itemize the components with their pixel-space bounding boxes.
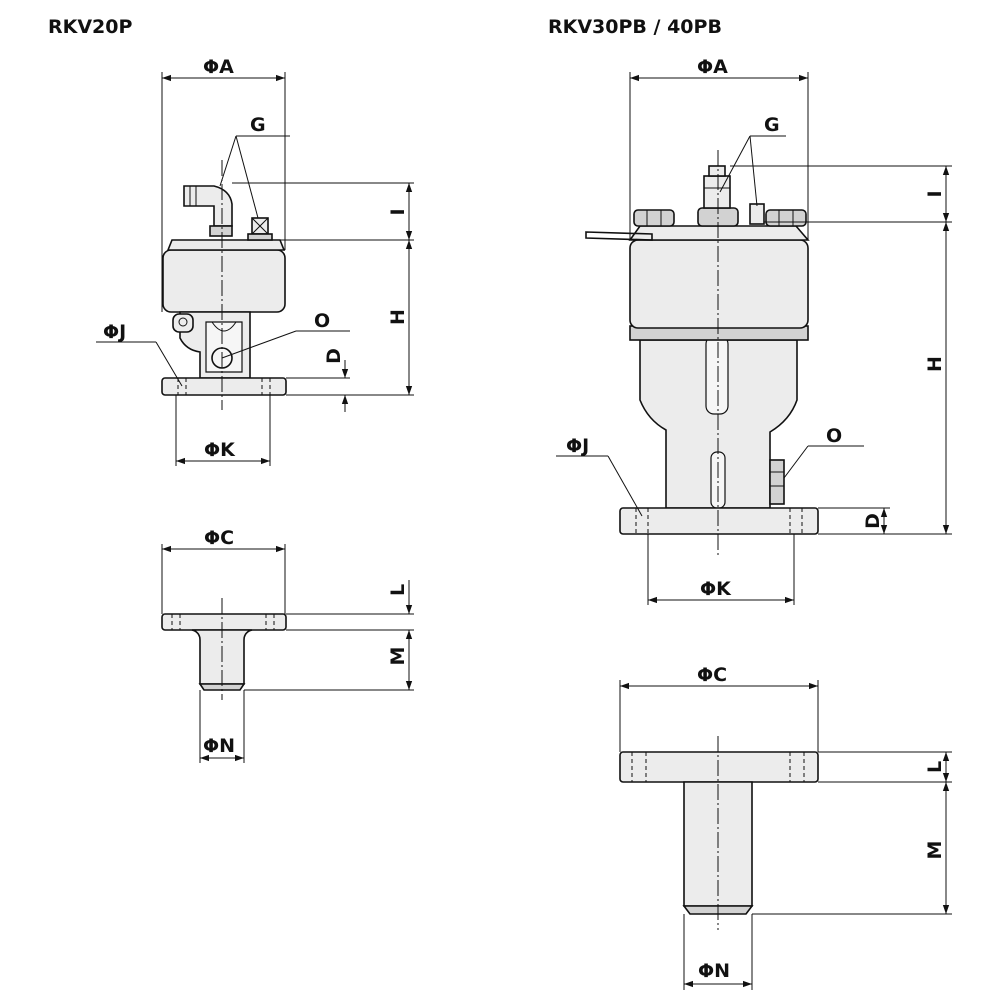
rkv30pb-dimensions: ΦA G I H O ΦJ D ΦK xyxy=(556,56,952,605)
rkv20p-ear xyxy=(172,313,194,333)
rkv30pb-body xyxy=(629,239,809,329)
rkv20p-body xyxy=(162,249,286,313)
rkv30pb-label-g: G xyxy=(764,114,780,136)
rkv30pb-label-o: O xyxy=(826,425,842,447)
rkv30pb-bolt-right xyxy=(765,209,807,227)
rkv20p-fitting-nut xyxy=(209,225,233,237)
rkv20p-label-h: H xyxy=(387,309,409,325)
title-rkv30pb-40pb: RKV30PB / 40PB xyxy=(548,16,722,38)
rkv30pb-cap xyxy=(628,225,810,241)
rkv30pb-sub-view xyxy=(619,736,819,930)
rkv30pb-port-o xyxy=(769,459,785,505)
title-rkv20p: RKV20P xyxy=(48,16,132,38)
rkv20p-sub-flange xyxy=(161,613,287,631)
rkv30pb-bolt-left xyxy=(633,209,675,227)
rkv30pb-sub-flange xyxy=(619,751,819,783)
rkv30pb-label-phi-c: ΦC xyxy=(697,664,727,686)
rkv20p-elbow-fitting xyxy=(183,185,233,227)
rkv20p-label-l: L xyxy=(387,584,409,596)
rkv30pb-indicator xyxy=(749,203,765,225)
rkv20p-label-phi-j: ΦJ xyxy=(103,321,126,343)
rkv30pb-label-phi-k: ΦK xyxy=(700,578,732,600)
rkv20p-label-i: I xyxy=(387,208,409,215)
rkv30pb-label-m: M xyxy=(924,841,946,860)
rkv20p-sub-dimensions: ΦC L M ΦN xyxy=(161,527,414,763)
rkv30pb-label-h: H xyxy=(924,356,946,372)
rkv30pb-label-d: D xyxy=(862,513,884,529)
rkv20p-sub-view xyxy=(161,598,287,700)
rkv20p-label-phi-c: ΦC xyxy=(204,527,234,549)
rkv20p-main-view xyxy=(161,160,287,410)
rkv20p-label-m: M xyxy=(387,647,409,666)
rkv20p-label-g: G xyxy=(250,114,266,136)
rkv20p-dimensions: ΦA G I H O ΦJ D ΦK xyxy=(96,56,414,466)
rkv30pb-label-phi-n: ΦN xyxy=(698,960,730,982)
rkv30pb-label-phi-j: ΦJ xyxy=(566,435,589,457)
rkv20p-label-phi-a: ΦA xyxy=(203,56,234,78)
rkv20p-label-o: O xyxy=(314,310,330,332)
rkv20p-cap xyxy=(166,239,286,251)
rkv20p-label-phi-k: ΦK xyxy=(204,439,236,461)
rkv30pb-main-view xyxy=(585,150,819,556)
rkv30pb-flange xyxy=(619,507,819,535)
rkv30pb-sub-dimensions: ΦC L M ΦN xyxy=(619,664,952,990)
rkv20p-label-d: D xyxy=(323,348,345,364)
rkv30pb-label-phi-a: ΦA xyxy=(697,56,728,78)
rkv20p-label-phi-n: ΦN xyxy=(203,735,235,757)
rkv30pb-label-l: L xyxy=(924,761,946,773)
rkv20p-flange xyxy=(161,377,287,396)
rkv30pb-label-i: I xyxy=(924,190,946,197)
